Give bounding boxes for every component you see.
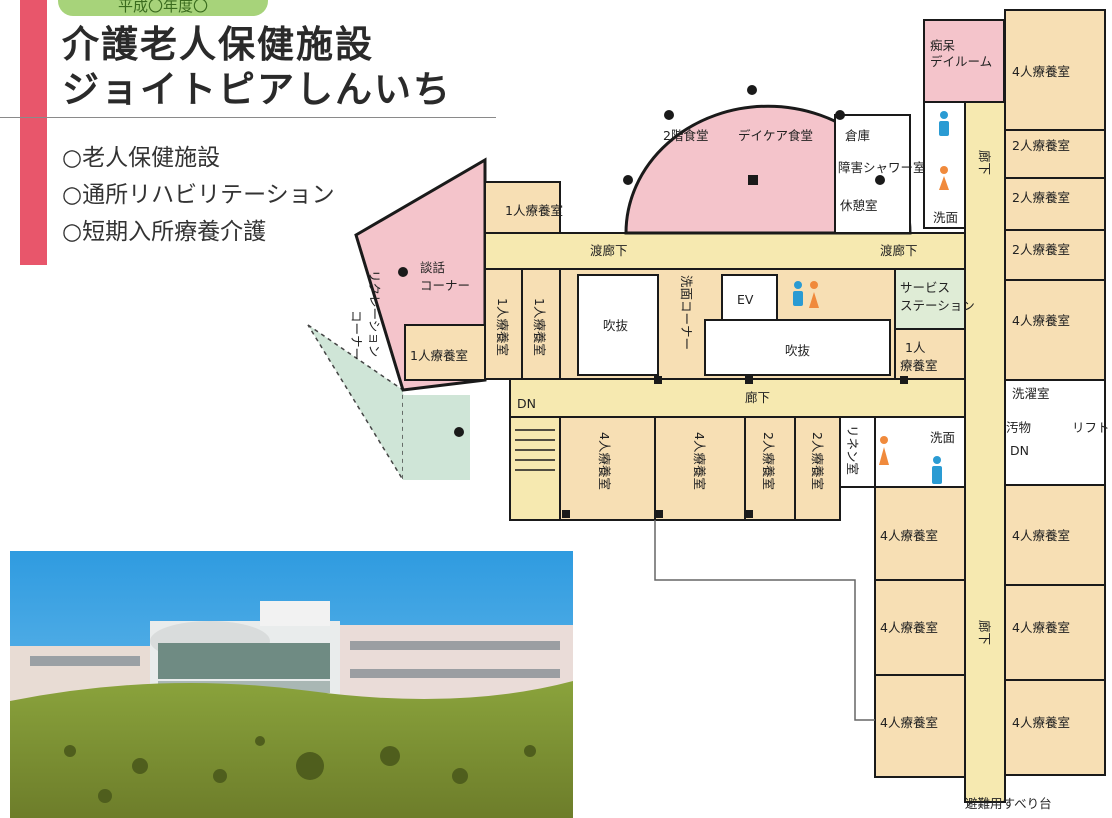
shower-room-label: 障害シャワー室: [838, 160, 926, 175]
talk-corner-label: 談話: [420, 260, 445, 275]
linen-room-label: リネン室: [845, 425, 860, 475]
room-label: 4人療養室: [880, 620, 938, 635]
single-room-label: 1人療養室: [532, 298, 547, 356]
service-station-label: サービス: [900, 280, 950, 295]
passage-label: 渡廊下: [880, 243, 918, 258]
facility-title-line1: 介護老人保健施設: [62, 23, 374, 66]
passage-label: 渡廊下: [590, 243, 628, 258]
dementia-dayroom-label: デイルーム: [930, 54, 992, 69]
single-room-label: 1人療養室: [410, 348, 468, 363]
right-room-block: [1004, 9, 1106, 381]
room-label: 2人療養室: [810, 432, 825, 490]
right-wing-corridor: [964, 101, 1006, 803]
corridor-label: 廊下: [977, 150, 992, 175]
recreation-corner-label: コーナー: [349, 310, 364, 360]
facility-title-line2: ジョイトピアしんいち: [62, 68, 452, 111]
room-label: 2人療養室: [1012, 242, 1070, 257]
service-item: ○老人保健施設: [62, 145, 221, 171]
washroom-corner-label: 洗面コーナー: [679, 275, 694, 350]
room-label: 4人療養室: [692, 432, 707, 490]
male-restroom-icon: [939, 111, 949, 136]
service-station-label: ステーション: [900, 298, 975, 313]
passage-corridor: [484, 232, 1006, 270]
building-photo: [10, 551, 573, 818]
talk-corner-label: コーナー: [420, 278, 470, 293]
atrium-1: [577, 274, 659, 376]
laundry-block: [1004, 379, 1106, 486]
female-restroom-icon: [879, 436, 889, 465]
room-label: 4人療養室: [1012, 620, 1070, 635]
title-divider: [0, 117, 496, 118]
right-lower-rooms: [1004, 484, 1106, 776]
linen-room-block: [839, 416, 876, 488]
courtyard-area: [403, 395, 470, 480]
lower-right-rooms: [874, 486, 966, 778]
room-label: 4人療養室: [597, 432, 612, 490]
break-room-label: 休憩室: [840, 198, 878, 213]
washroom-label: 洗面: [930, 430, 955, 445]
service-item: ○通所リハビリテーション: [62, 182, 335, 208]
room-label: 2人療養室: [1012, 190, 1070, 205]
storage-label: 倉庫: [845, 128, 870, 143]
lower-room-row: [559, 416, 841, 521]
laundry-label: 洗濯室: [1012, 386, 1050, 401]
accent-bar: [20, 0, 47, 265]
left-single-room: [404, 324, 486, 381]
stairwell: [509, 416, 561, 521]
single-room-label: 1人療養室: [495, 298, 510, 356]
elevator-label: EV: [737, 292, 754, 307]
escape-chute-label: 避難用すべり台: [965, 796, 1052, 811]
atrium-2: [704, 319, 891, 376]
washroom-label: 洗面: [933, 210, 958, 225]
dining-label: 2階食堂: [663, 128, 708, 143]
service-list: ○老人保健施設 ○通所リハビリテーション ○短期入所療養介護: [62, 140, 335, 251]
recreation-corner-label: リクレーション: [367, 270, 382, 357]
room-label: 4人療養室: [1012, 528, 1070, 543]
male-restroom-icon: [793, 281, 803, 306]
corridor-label: 廊下: [745, 390, 770, 405]
daycare-dining-label: デイケア食堂: [738, 128, 813, 143]
female-restroom-icon: [939, 166, 949, 190]
lower-restroom-block: [874, 416, 966, 488]
room-label: 4人療養室: [1012, 715, 1070, 730]
single-room-label: 療養室: [900, 358, 938, 373]
single-room-label: 1人: [905, 340, 926, 355]
service-station: [894, 268, 966, 330]
lower-corridor: [509, 378, 966, 418]
page-title: 介護老人保健施設 ジョイトピアしんいち: [62, 22, 452, 112]
room-label: 4人療養室: [1012, 64, 1070, 79]
room-label: 2人療養室: [1012, 138, 1070, 153]
room-label: 4人療養室: [1012, 313, 1070, 328]
male-restroom-icon: [932, 456, 942, 484]
service-item: ○短期入所療養介護: [62, 219, 267, 245]
atrium-label: 吹抜: [603, 318, 629, 333]
stairs-label: DN: [517, 396, 536, 411]
soiled-label: 汚物: [1006, 420, 1031, 435]
lift-label: リフト: [1072, 420, 1110, 435]
female-restroom-icon: [809, 281, 819, 308]
elevator-shaft: [721, 274, 778, 321]
room-label: 4人療養室: [880, 528, 938, 543]
room-label: 4人療養室: [880, 715, 938, 730]
corridor-label: 廊下: [977, 620, 992, 645]
dementia-dayroom-label: 痴呆: [930, 38, 956, 53]
single-room-label: 1人療養室: [505, 203, 563, 218]
storage-block: [834, 114, 911, 234]
room-label: 2人療養室: [761, 432, 776, 490]
atrium-label: 吹抜: [785, 343, 811, 358]
stairs-label: DN: [1010, 443, 1029, 458]
year-badge: 平成〇年度〇: [58, 0, 268, 16]
